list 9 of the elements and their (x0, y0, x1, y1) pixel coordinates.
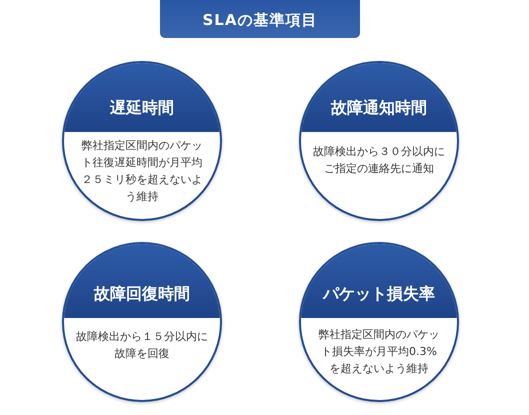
circle-heading: 遅延時間 (110, 98, 174, 118)
circle-description: 弊社指定区間内のパケット損失率が月平均0.3%を超えないよう維持 (318, 327, 440, 377)
circle-heading: 故障回復時間 (94, 284, 190, 304)
circle-description: 故障検出から１５分以内に故障を回復 (75, 329, 209, 362)
circle-heading: パケット損失率 (323, 284, 435, 304)
circle-description: 故障検出から３０分以内にご指定の連絡先に通知 (312, 144, 446, 177)
circle-description: 弊社指定区間内のパケット往復遅延時間が月平均２５ミリ秒を超えないよう維持 (80, 138, 204, 205)
title-banner: SLAの基準項目 (160, 0, 360, 38)
circle-heading: 故障通知時間 (331, 98, 427, 118)
